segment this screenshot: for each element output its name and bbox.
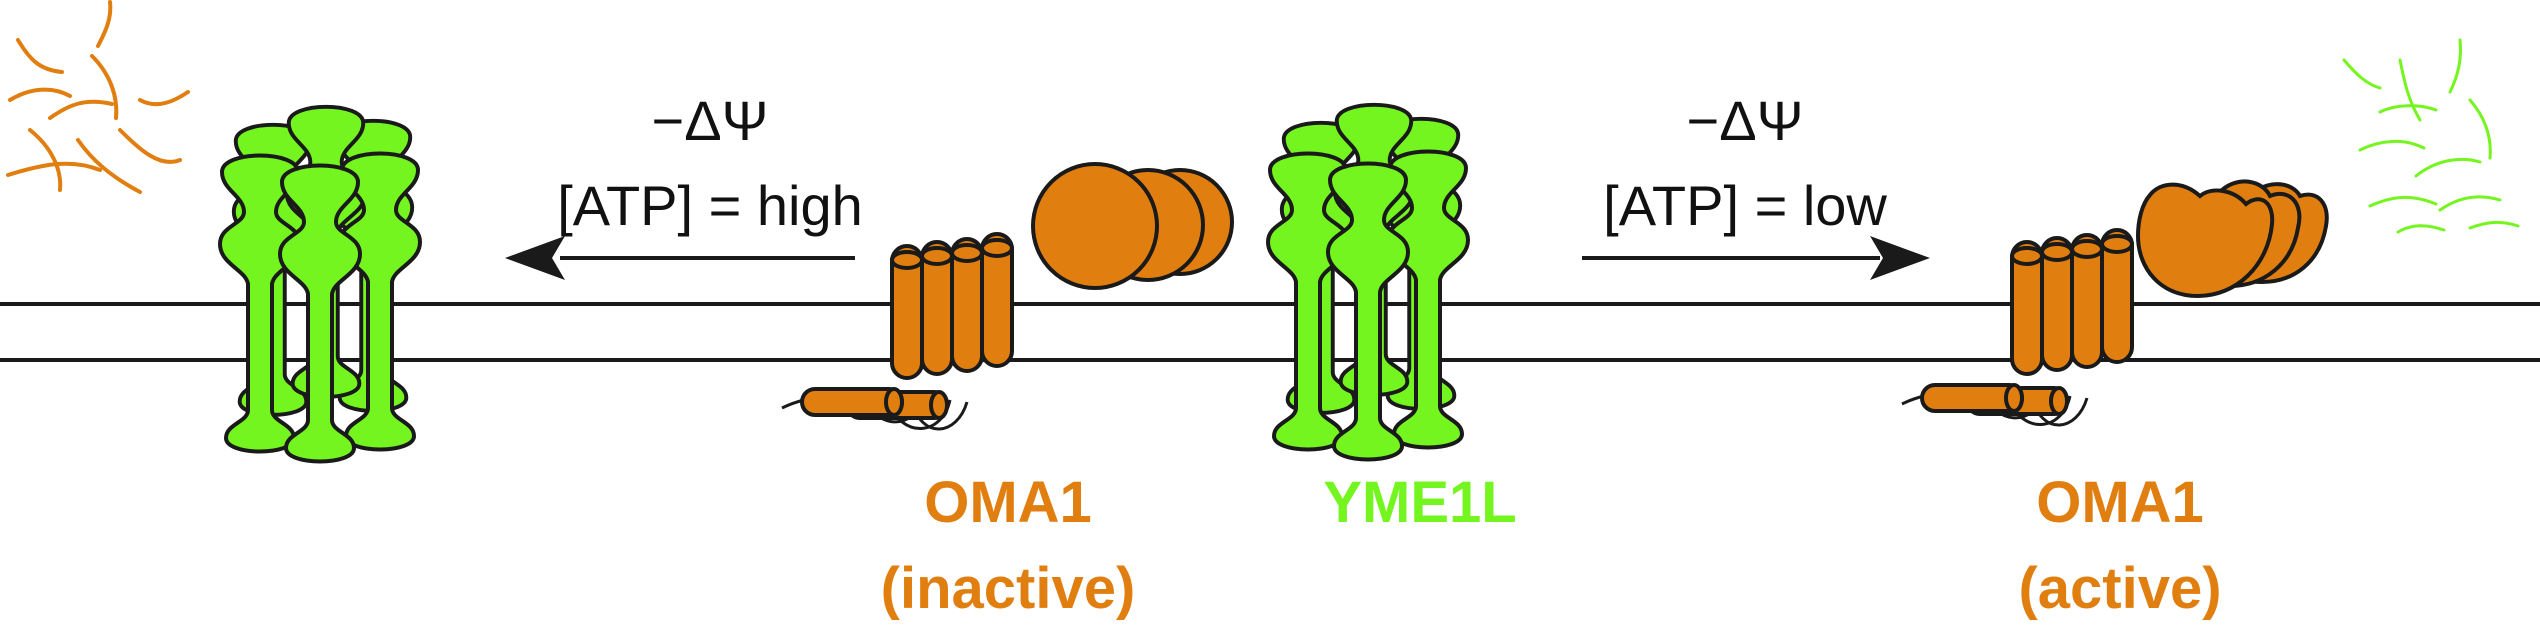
yme1l-complex-center: [1268, 105, 1468, 460]
arrow-right: [1582, 236, 1930, 280]
left-potential-label: −ΔΨ: [652, 89, 769, 152]
oma1-cup-front: [2135, 182, 2275, 299]
peptide-fragments-green: [2342, 38, 2520, 234]
oma1-inactive-state-label: (inactive): [881, 556, 1136, 621]
right-atp-label: [ATP] = low: [1603, 174, 1887, 237]
right-potential-label: −ΔΨ: [1687, 89, 1804, 152]
oma1-active-name-label: OMA1: [2036, 470, 2204, 535]
yme1l-complex-left: [220, 107, 420, 462]
oma1-active-complex: [1902, 179, 2329, 425]
oma1-inactive-complex: [782, 162, 1234, 429]
oma1-domain-front: [1031, 162, 1159, 290]
peptide-fragments-orange: [6, 0, 190, 194]
oma1-inactive-name-label: OMA1: [924, 470, 1092, 535]
left-atp-label: [ATP] = high: [557, 174, 863, 237]
oma1-active-state-label: (active): [2018, 556, 2221, 621]
yme1l-name-label: YME1L: [1323, 470, 1516, 535]
arrow-left: [505, 236, 855, 280]
